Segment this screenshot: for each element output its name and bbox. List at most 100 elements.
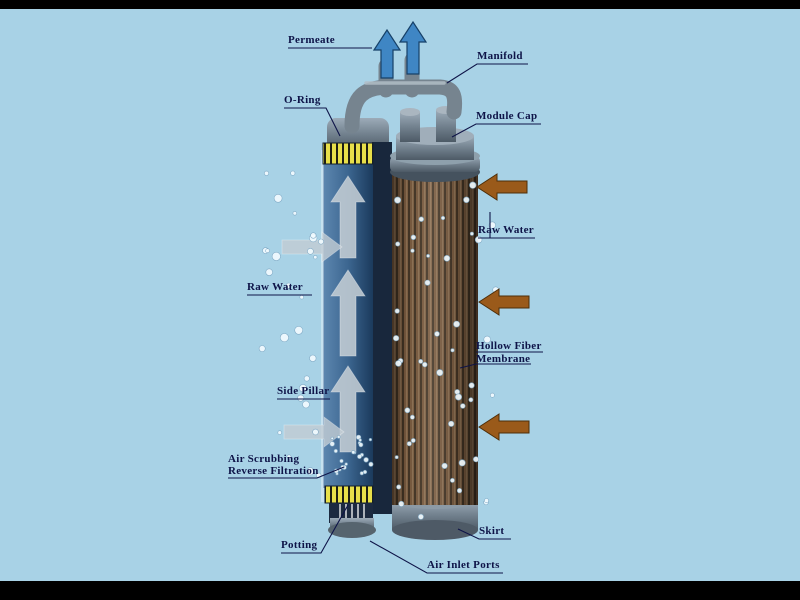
bubble: [263, 170, 269, 176]
leader-air-scrubbing: [228, 466, 345, 479]
bubble: [469, 181, 477, 189]
bubble: [454, 393, 462, 401]
bubble: [265, 248, 270, 253]
bubble: [488, 221, 496, 229]
leader-air-inlet-ports: [369, 540, 503, 574]
skirt-foot: [392, 520, 478, 540]
air-bubbles: [258, 170, 500, 520]
bubble: [393, 335, 400, 342]
bubble: [422, 361, 428, 368]
bubble: [363, 457, 369, 463]
right-module: [390, 106, 480, 540]
bubble: [395, 360, 402, 367]
bubble: [472, 456, 479, 463]
bubble: [489, 392, 495, 398]
bubble: [396, 484, 402, 490]
bubble: [484, 498, 489, 503]
label-raw-water-left: Raw Water: [247, 281, 303, 293]
bubble: [286, 454, 292, 460]
bubble: [285, 282, 292, 289]
bubble: [468, 397, 474, 403]
bubble: [453, 320, 460, 328]
leader-raw-water-right: [478, 212, 535, 239]
bubble: [398, 500, 405, 507]
bubble: [271, 251, 281, 261]
left-module-cutaway: [321, 118, 392, 538]
bubble: [292, 211, 297, 216]
bubble: [404, 407, 411, 414]
bubble: [279, 333, 289, 343]
bubble: [469, 231, 474, 236]
raw-water-arrows: [476, 173, 530, 441]
permeate-arrows: [372, 20, 428, 79]
bubble: [294, 325, 304, 335]
bubble: [258, 345, 266, 352]
bubble: [448, 420, 455, 427]
leader-manifold: [446, 63, 528, 84]
bubble: [440, 215, 446, 221]
bubble: [339, 458, 344, 464]
upflow-arrow-2: [330, 269, 366, 357]
leader-skirt: [457, 528, 511, 540]
bubble: [418, 216, 424, 222]
bubble: [443, 254, 451, 262]
bubble: [441, 462, 448, 470]
bubble: [460, 403, 466, 409]
bubble: [424, 279, 431, 286]
bubble: [344, 462, 348, 466]
cap-port-1: [400, 112, 420, 142]
bubble: [449, 477, 455, 483]
bubble: [410, 438, 416, 443]
cut-edge-highlight: [321, 150, 324, 502]
bubble: [336, 435, 341, 439]
label-air-inlet-ports: Air Inlet Ports: [427, 559, 500, 571]
bubble: [307, 248, 314, 255]
bubble: [273, 194, 283, 203]
bubble: [277, 430, 282, 435]
bubble: [436, 369, 444, 377]
label-raw-water-right: Raw Water: [478, 224, 534, 236]
letterbox-bottom: [0, 581, 800, 600]
bubble: [434, 331, 440, 337]
bubble: [409, 414, 415, 420]
bubble: [359, 471, 364, 476]
bubble: [395, 241, 401, 247]
bubble: [410, 248, 415, 253]
potting-band: [324, 485, 374, 504]
bubble: [299, 295, 304, 300]
label-module-cap: Module Cap: [476, 110, 538, 122]
bubble: [302, 400, 310, 409]
bubble: [458, 459, 466, 467]
bubble: [310, 232, 317, 239]
label-o-ring: O-Ring: [284, 94, 321, 106]
bubble: [406, 441, 412, 447]
bubble: [330, 436, 334, 441]
bubble: [410, 234, 417, 241]
bubble: [450, 348, 455, 353]
bubble: [456, 488, 463, 494]
o-ring-band: [322, 142, 374, 165]
bubble: [474, 236, 483, 244]
letterbox-top: [0, 0, 800, 9]
bubble: [333, 448, 338, 454]
label-potting: Potting: [281, 539, 318, 551]
bubble: [303, 375, 310, 382]
bubble: [312, 428, 319, 436]
bubble: [463, 196, 470, 204]
bubble: [483, 335, 491, 344]
leader-lines: [228, 47, 543, 574]
label-hollow-fiber-1: Hollow Fiber: [476, 340, 542, 352]
bubble: [351, 450, 356, 455]
bubble: [358, 442, 364, 448]
upflow-arrow-1: [330, 175, 366, 259]
bubble: [368, 461, 374, 467]
raw-water-arrow-1: [476, 173, 528, 201]
bubble: [394, 308, 400, 314]
label-skirt: Skirt: [479, 525, 505, 537]
bubble: [306, 467, 315, 476]
leader-o-ring: [284, 107, 341, 137]
label-side-pillar: Side Pillar: [277, 385, 330, 397]
bubble: [329, 441, 335, 447]
permeate-arrow-1: [372, 28, 402, 79]
